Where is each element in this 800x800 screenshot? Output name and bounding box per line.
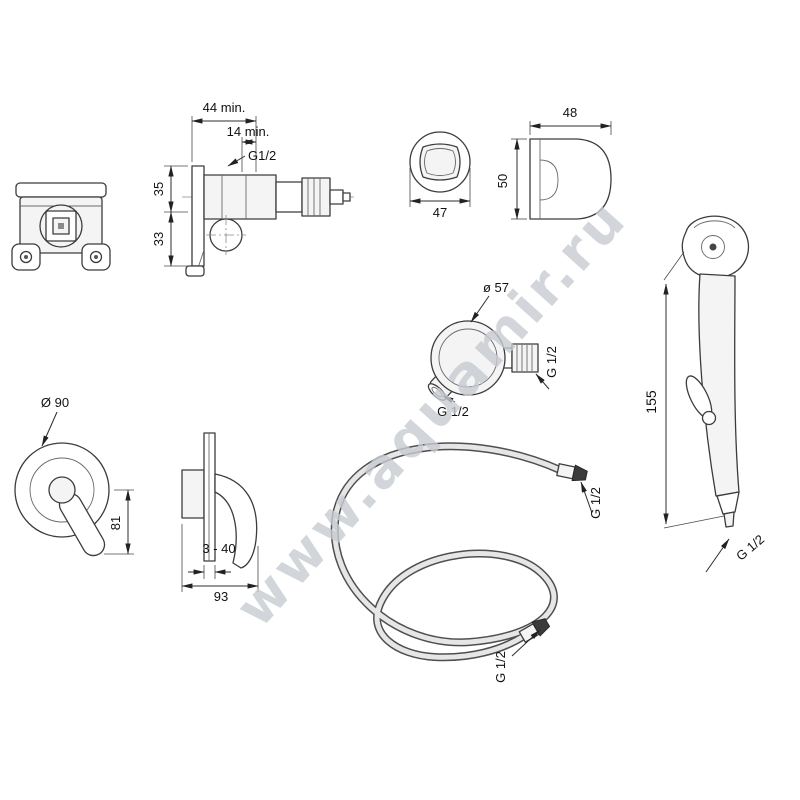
dim-bracket-width-label: 47 <box>433 205 447 220</box>
wall-elbow-view: ø 57 G 1/2 G 1/2 <box>427 280 559 419</box>
dim-hand-shower-length-label: 155 <box>643 390 659 414</box>
hose-fitting-top <box>556 463 588 482</box>
dim-upper-label: 35 <box>151 182 166 196</box>
thread-label-hand-shower: G 1/2 <box>733 532 767 564</box>
dim-lower-label: 33 <box>151 232 166 246</box>
thread-label-elbow-outlet: G 1/2 <box>437 404 469 419</box>
wall-bracket-side-view: 48 50 <box>495 105 612 220</box>
dim-recess-depth-label: 44 min. <box>203 100 246 115</box>
shower-hose-view: G 1/2 G 1/2 <box>330 442 603 683</box>
mixer-body-front-view <box>11 182 111 271</box>
dim-handle-length-label: 81 <box>108 516 123 530</box>
dim-bracket-depth-label: 48 <box>563 105 577 120</box>
dim-wall-thickness-label: 3 - 40 <box>202 541 235 556</box>
thread-label-valve: G1/2 <box>248 148 276 163</box>
mixer-body-side-view: 44 min. 14 min. G1/2 35 33 <box>151 100 354 277</box>
trim-handle-side-view: 3 - 40 93 <box>181 432 259 604</box>
watermark-text: www.aquamir.ru <box>223 186 639 638</box>
dim-trim-width-label: 93 <box>214 589 228 604</box>
thread-label-hose-bottom: G 1/2 <box>493 651 508 683</box>
hand-shower-view: 155 G 1/2 <box>643 215 767 573</box>
thread-label-hose-top: G 1/2 <box>588 487 603 519</box>
wall-bracket-front-view: 47 <box>409 131 471 220</box>
dim-bracket-height-label: 50 <box>495 174 510 188</box>
dim-flange-diameter-label: ø 57 <box>483 280 509 295</box>
dim-escutcheon-diameter-label: Ø 90 <box>41 395 69 410</box>
dim-inner-depth-label: 14 min. <box>227 124 270 139</box>
escutcheon-handle-front-view: Ø 90 81 <box>14 395 134 557</box>
thread-label-elbow-side: G 1/2 <box>544 346 559 378</box>
